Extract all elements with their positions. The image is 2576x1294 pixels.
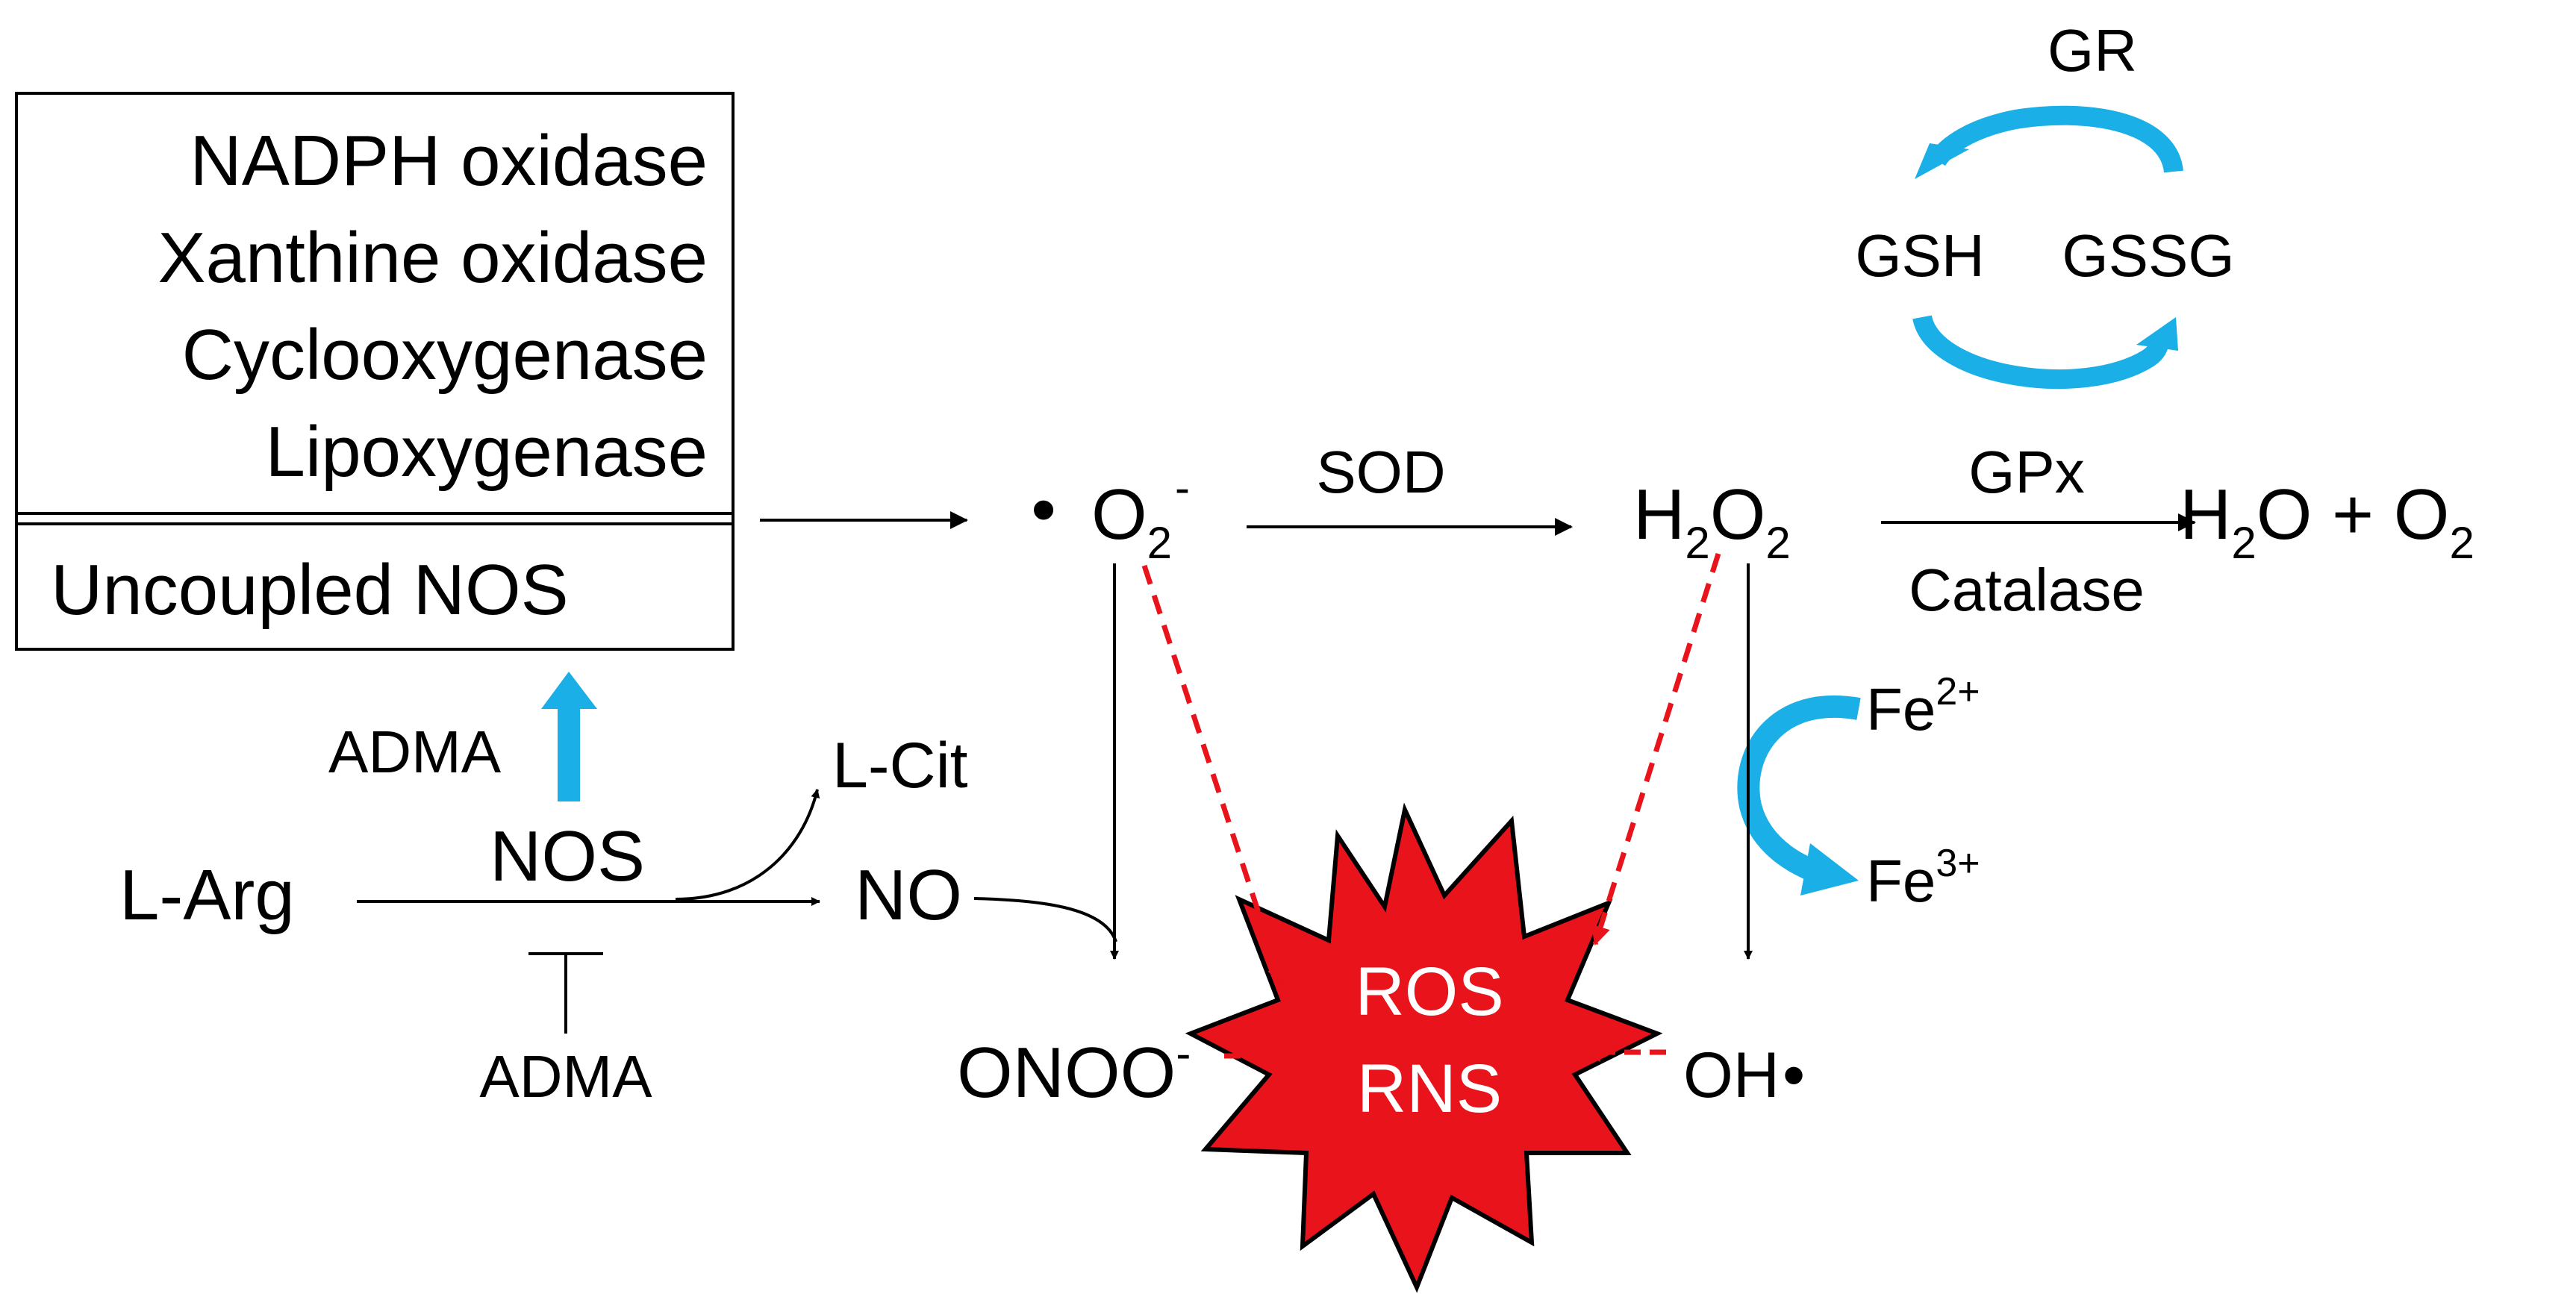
adma-up-arrow-shaft — [558, 706, 580, 801]
enzyme-gr: GR — [2048, 17, 2137, 84]
enzyme-gpx: GPx — [1968, 439, 2085, 505]
species-gssg: GSSG — [2062, 222, 2234, 289]
red-dashed-superoxide-to-burst — [1141, 564, 1286, 987]
burst-label-ros: ROS — [1355, 954, 1503, 1030]
enzyme-sod: SOD — [1316, 439, 1445, 505]
h2o2-label: H2O2 — [1633, 475, 1791, 568]
superoxide-bullet: • — [1031, 469, 1056, 549]
species-l-cit: L-Cit — [832, 730, 968, 801]
source-cyclooxygenase: Cyclooxygenase — [182, 315, 708, 395]
burst-label-rns: RNS — [1357, 1051, 1502, 1127]
species-l-arg: L-Arg — [119, 855, 295, 935]
source-nadph-oxidase: NADPH oxidase — [190, 121, 708, 201]
gr-arc-lower-arrowhead — [2136, 317, 2178, 351]
connector-no-to-onoo — [973, 897, 1117, 943]
adma-up-label: ADMA — [328, 719, 502, 785]
species-hydroxyl: OH• — [1683, 1040, 1805, 1111]
ros-rns-burst — [1185, 802, 1663, 1293]
gr-arc-upper-arrowhead — [1915, 143, 1969, 179]
gr-arc-upper — [1929, 105, 2183, 174]
superoxide-label: O2- — [1091, 463, 1190, 568]
adma-inhibit-label: ADMA — [479, 1043, 652, 1110]
species-peroxynitrite: ONOO- — [957, 1028, 1191, 1113]
species-fe3: Fe3+ — [1866, 842, 1980, 914]
species-fe2: Fe2+ — [1866, 670, 1980, 743]
fenton-arc — [1737, 695, 1861, 884]
species-no: NO — [855, 855, 962, 935]
source-uncoupled-nos: Uncoupled NOS — [51, 550, 569, 630]
species-gsh: GSH — [1855, 222, 1984, 289]
source-box — [15, 92, 735, 651]
source-lipoxygenase: Lipoxygenase — [266, 412, 708, 492]
enzyme-catalase: Catalase — [1909, 557, 2145, 623]
red-dashed-h2o2-to-burst — [1591, 552, 1721, 946]
products-label: H2O + O2 — [2180, 475, 2474, 568]
source-xanthine-oxidase: Xanthine oxidase — [158, 218, 708, 298]
enzyme-nos: NOS — [490, 816, 645, 896]
fenton-arc-arrowhead — [1800, 843, 1859, 896]
gr-arc-lower — [1912, 314, 2169, 390]
adma-up-arrowhead — [541, 672, 597, 709]
arrow-to-lcit — [675, 789, 820, 901]
